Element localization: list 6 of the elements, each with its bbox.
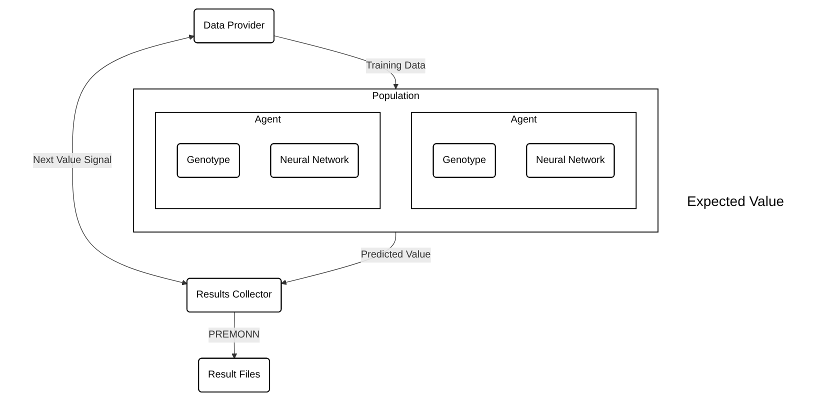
edge-label: Next Value Signal [33, 154, 112, 166]
arrow-label: Expected Value [687, 192, 786, 208]
edge-label: PREMONN [208, 330, 260, 340]
edge-label: Predicted Value [360, 250, 431, 260]
edge-label: Training Data [366, 60, 426, 71]
arrow [72, 34, 194, 286]
